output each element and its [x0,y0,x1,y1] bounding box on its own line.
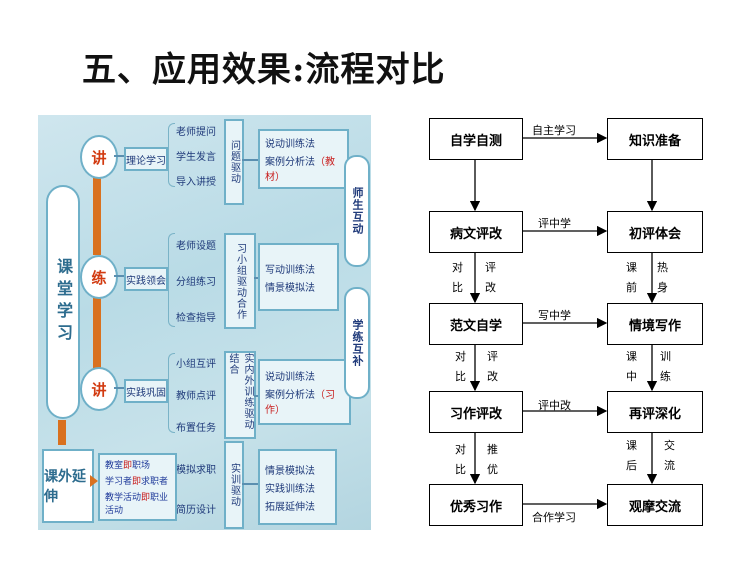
method-box-2: 写动训练法 情景模拟法 [258,243,339,311]
flow-deep-review: 再评深化 [607,391,703,433]
page-title: 五、应用效果:流程对比 [82,50,446,90]
extension-arrow [58,420,66,445]
flow-self-test: 自学自测 [429,118,523,160]
group4-item: 简历设计 [176,505,216,516]
stage-theory-box: 理论学习 [124,147,168,171]
h-label: 写中学 [538,309,571,322]
group4-item: 模拟求职 [176,465,216,476]
ext-term: 求职者 [141,477,169,487]
training-drive-box: 实训驱动 [224,441,244,529]
method-note: （教材） [265,157,335,183]
extension-box: 教室即职场 学习者即求职者 教学活动即职业活动 [98,453,177,521]
lv-label: 评改 [487,350,498,383]
h-label: 自主学习 [532,124,576,137]
ext-link: 即 [123,461,133,471]
group3-item: 小组互评 [176,359,216,370]
method-box-1: 说动训练法 案例分析法（教材） [258,129,349,189]
method-line: 写动训练法 [265,264,315,276]
lv-label: 对比 [455,443,466,476]
flow-essay-review: 习作评改 [429,391,523,433]
method-box-4: 情景模拟法 实践训练法 拓展延伸法 [258,449,337,525]
method-note: （习作） [265,390,335,416]
rv-label: 热身 [657,261,668,294]
extension-arrowhead [90,475,98,487]
stage-practice-box: 实践领会 [124,267,168,291]
lv-label: 推优 [487,443,498,476]
h-label: 评中学 [538,217,571,230]
h-label: 合作学习 [532,511,576,524]
group3-item: 教师点评 [176,391,216,402]
method-line: 情景模拟法 [265,465,315,477]
group1-item: 学生发言 [176,152,216,163]
classroom-learning-oval: 课堂学习 [46,185,80,419]
group2-item: 检查指导 [176,313,216,324]
rv-label: 课前 [626,261,637,294]
group2-item: 分组练习 [176,277,216,288]
lv-label: 对比 [455,350,466,383]
flow-knowledge-prep: 知识准备 [607,118,703,160]
rv-label: 交流 [664,439,675,472]
bracket [168,123,175,187]
flow-situational-writing: 情境写作 [607,303,703,345]
problem-drive-box: 问题驱动 [224,119,244,205]
rv-label: 课后 [626,439,637,472]
group1-item: 老师提问 [176,127,216,138]
flow-excellent-essay: 优秀习作 [429,484,523,526]
ext-term: 教室 [105,461,124,471]
connector [254,395,258,397]
rv-label: 课中 [626,350,637,383]
connector [242,159,258,161]
bracket [168,353,175,433]
lecture-circle-2: 讲 [80,367,118,411]
lv-label: 评改 [485,261,496,294]
group2-item: 老师设题 [176,241,216,252]
stage-consolidate-box: 实践巩固 [124,379,168,403]
method-line: 案例分析法 [265,157,315,168]
ext-term: 职业活动 [105,493,169,516]
h-label: 评中改 [538,399,571,412]
connector [242,483,258,485]
ext-term: 教学活动 [105,493,142,503]
flow-faulty-essay: 病文评改 [429,211,523,253]
learn-practice-label: 学练互补 [344,287,370,399]
lv-label: 对比 [452,261,463,294]
lecture-circle-1: 讲 [80,135,118,179]
teacher-student-interaction-label: 师生互动 [344,155,370,267]
method-line: 拓展延伸法 [265,501,315,513]
practice-circle: 练 [80,255,118,299]
connector [254,277,258,279]
connector [114,387,124,389]
classroom-diagram-panel: 课堂学习 讲 练 讲 理论学习 实践领会 实践巩固 老师提问 学生发言 导入讲授… [38,115,371,530]
ext-link: 即 [141,493,151,503]
method-line: 说动训练法 [265,372,315,383]
connector [114,275,124,277]
group3-item: 布置任务 [176,423,216,434]
method-line: 实践训练法 [265,483,315,495]
connector [114,155,124,157]
method-line: 情景模拟法 [265,282,315,294]
inout-drive-box: 实内外训练驱动结合 [224,351,256,439]
group1-item: 导入讲授 [176,177,216,188]
progress-arrow-1 [93,160,101,255]
rv-label: 训练 [660,350,671,383]
group-drive-box: 习小组驱动合作 [224,233,256,329]
flow-observe-exchange: 观摩交流 [607,484,703,526]
bracket [168,233,175,327]
progress-arrow-2 [93,295,101,375]
method-line: 说动训练法 [265,139,315,150]
ext-term: 职场 [132,461,151,471]
flow-model-essay: 范文自学 [429,303,523,345]
ext-link: 即 [132,477,142,487]
ext-term: 学习者 [105,477,133,487]
flow-initial-review: 初评体会 [607,211,703,253]
method-box-3: 说动训练法 案例分析法（习作） [258,359,351,425]
method-line: 案例分析法 [265,390,315,401]
